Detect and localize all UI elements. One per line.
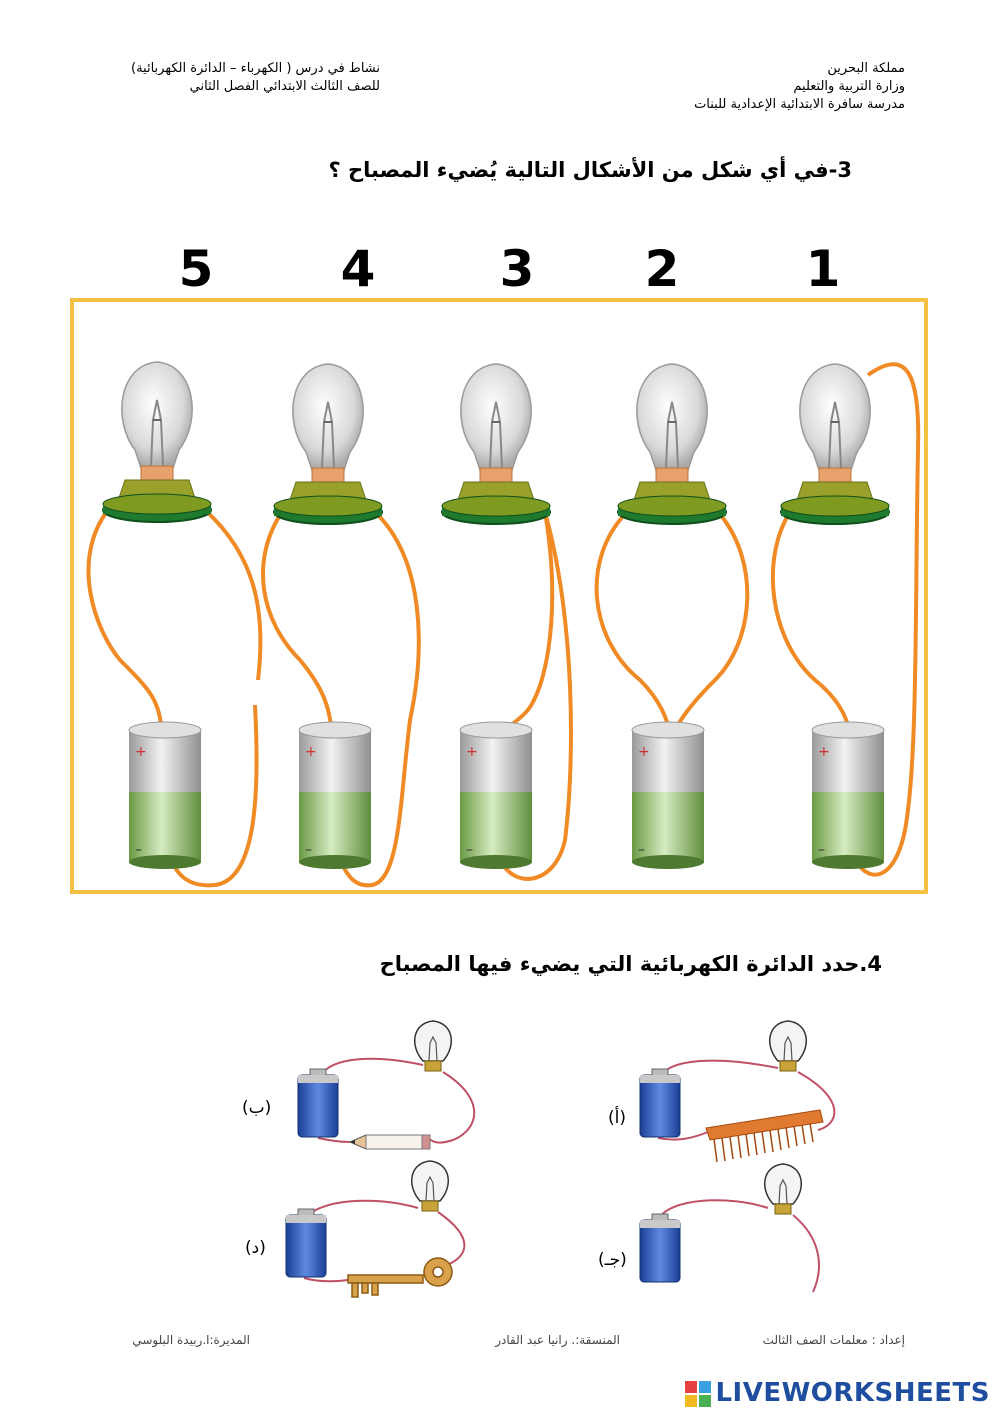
- label-b: (ب): [242, 1098, 272, 1118]
- circuit-4: [261, 363, 421, 888]
- label-j: (جـ): [598, 1250, 627, 1270]
- header-left: نشاط في درس ( الكهرباء – الدائرة الكهربا…: [80, 60, 380, 96]
- label-d: (د): [245, 1238, 266, 1258]
- school-line: مدرسة سافرة الابتدائية الإعدادية للبنات: [694, 97, 905, 112]
- lesson-title: نشاط في درس ( الكهرباء – الدائرة الكهربا…: [131, 61, 380, 76]
- circuit-1: [770, 362, 921, 877]
- footer-principal: المديرة:ا.ربيدة البلوسي: [132, 1333, 250, 1347]
- brand-name: LIVEWORKSHEETS: [715, 1378, 990, 1408]
- liveworksheets-logo-icon: [685, 1380, 712, 1407]
- circuit-number-2: 2: [644, 240, 680, 298]
- circuit-5: [86, 361, 263, 888]
- header-right: مملكة البحرين وزارة التربية والتعليم مدر…: [565, 60, 905, 114]
- circuit-number-1: 1: [805, 240, 841, 298]
- circuit-3: [441, 363, 573, 881]
- footer-prepared: إعداد : معلمات الصف الثالث: [762, 1333, 905, 1347]
- grade-line: للصف الثالث الابتدائي الفصل الثاني: [189, 79, 380, 94]
- circuit-number-4: 4: [340, 240, 376, 298]
- circuit-a: [639, 1020, 836, 1163]
- comb-icon: [705, 1109, 824, 1163]
- circuit-b: [297, 1020, 476, 1150]
- circuit-j: [639, 1163, 820, 1293]
- circuit-number-3: 3: [499, 240, 535, 298]
- footer-coordinator: المنسقة:. رانيا عبد القادر: [495, 1333, 620, 1347]
- circuit-number-5: 5: [178, 240, 214, 298]
- circuits-illustration: + –: [86, 361, 921, 888]
- label-a: (أ): [608, 1108, 627, 1128]
- question-4-illustration: [240, 1012, 856, 1302]
- question-4-text: 4.حدد الدائرة الكهربائية التي يضيء فيها …: [379, 952, 882, 976]
- kingdom-line: مملكة البحرين: [827, 61, 905, 76]
- question-3-text: 3-في أي شكل من الأشكال التالية يُضيء الم…: [328, 158, 852, 182]
- circuits-frame: [70, 298, 928, 894]
- ministry-line: وزارة التربية والتعليم: [793, 79, 905, 94]
- circuit-d: [285, 1160, 466, 1298]
- circuit-2: [594, 363, 750, 870]
- liveworksheets-brand[interactable]: LIVEWORKSHEETS: [685, 1378, 990, 1408]
- key-icon: [347, 1257, 453, 1298]
- pencil-icon: [348, 1134, 431, 1150]
